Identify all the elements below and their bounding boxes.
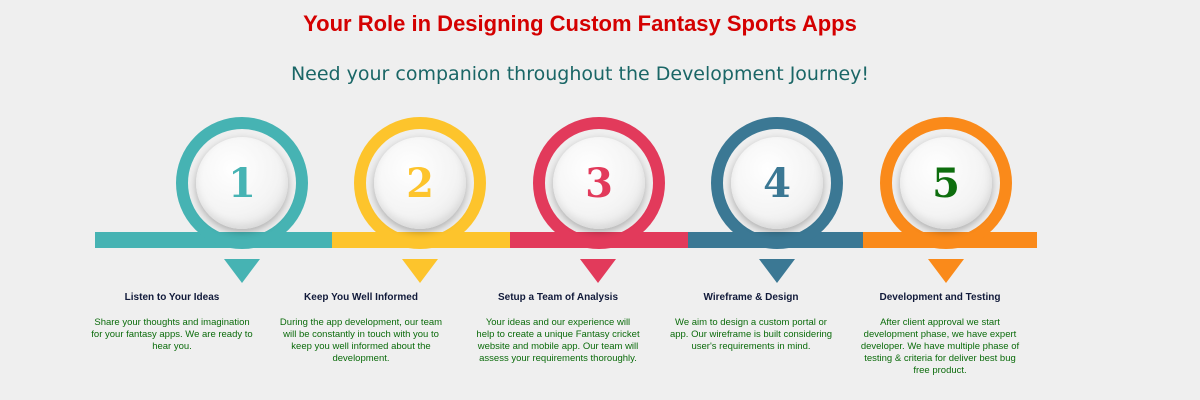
step-4-circle: 4 [731,137,823,229]
step-2-description: During the app development, our team wil… [279,317,443,364]
step-5-pointer [928,259,964,283]
step-2-ring: 2 [354,117,486,249]
step-4-ring: 4 [711,117,843,249]
step-4-description: We aim to design a custom portal or app.… [669,317,833,352]
step-5-ring: 5 [880,117,1012,249]
step-1-number: 1 [228,159,256,207]
step-4-title: Wireframe & Design [703,292,799,303]
step-5-number: 5 [932,159,960,207]
step-2-number: 2 [406,159,434,207]
step-1-pointer [224,259,260,283]
step-3-ring: 3 [533,117,665,249]
step-1-ring: 1 [176,117,308,249]
step-3-circle: 3 [553,137,645,229]
step-2-circle: 2 [374,137,466,229]
step-4-number: 4 [763,159,791,207]
page-subtitle: Need your companion throughout the Devel… [290,63,870,85]
step-2-title: Keep You Well Informed [304,292,418,303]
step-3-number: 3 [585,159,613,207]
step-5-description: After client approval we start developme… [860,317,1020,376]
step-1-description: Share your thoughts and imagination for … [91,317,253,352]
step-5-circle: 5 [900,137,992,229]
step-2-pointer [402,259,438,283]
step-4-pointer [759,259,795,283]
step-5-title: Development and Testing [879,292,1001,303]
step-3-description: Your ideas and our experience will help … [476,317,640,364]
step-1-title: Listen to Your Ideas [124,292,220,303]
step-3-pointer [580,259,616,283]
step-1-circle: 1 [196,137,288,229]
step-3-title: Setup a Team of Analysis [497,292,619,303]
page-title: Your Role in Designing Custom Fantasy Sp… [303,11,857,36]
